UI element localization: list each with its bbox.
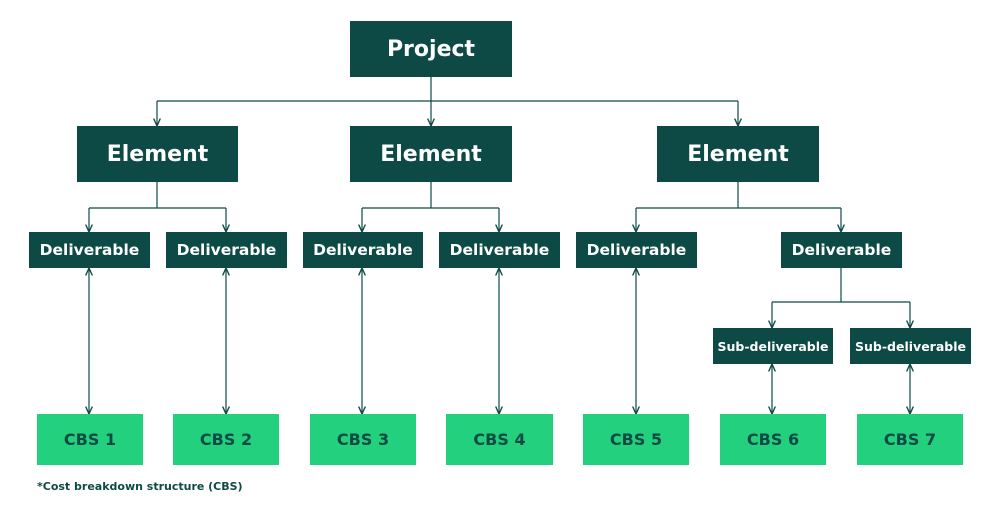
element-label: Element	[380, 141, 482, 167]
element-node-3: Element	[657, 126, 819, 182]
sub-deliverable-node-1: Sub-deliverable	[713, 328, 833, 364]
project-node: Project	[350, 21, 512, 77]
footnote: *Cost breakdown structure (CBS)	[37, 480, 243, 493]
cbs-label: CBS 5	[609, 430, 663, 449]
element-label: Element	[687, 141, 789, 167]
deliverable-label: Deliverable	[791, 241, 892, 259]
deliverable-node-2: Deliverable	[166, 232, 287, 268]
cbs-label: CBS 1	[63, 430, 117, 449]
element-3-connector	[636, 182, 841, 232]
deliverable-label: Deliverable	[449, 241, 550, 259]
cbs-node-4: CBS 4	[446, 414, 553, 465]
deliverable-node-1: Deliverable	[29, 232, 150, 268]
deliverable-node-4: Deliverable	[439, 232, 560, 268]
sub-deliverable-label: Sub-deliverable	[717, 338, 829, 354]
cbs-label: CBS 6	[746, 430, 800, 449]
deliverable-label: Deliverable	[39, 241, 140, 259]
cbs-node-6: CBS 6	[720, 414, 826, 465]
project-to-elements-connector	[157, 77, 738, 126]
cbs-node-2: CBS 2	[173, 414, 279, 465]
cbs-node-1: CBS 1	[37, 414, 143, 465]
deliverable-node-5: Deliverable	[576, 232, 697, 268]
element-node-1: Element	[77, 126, 238, 182]
cbs-node-5: CBS 5	[583, 414, 689, 465]
deliverable-label: Deliverable	[586, 241, 687, 259]
sub-deliverable-node-2: Sub-deliverable	[850, 328, 971, 364]
cbs-node-7: CBS 7	[857, 414, 963, 465]
project-label: Project	[386, 36, 476, 62]
deliverable-label: Deliverable	[176, 241, 277, 259]
deliverable-label: Deliverable	[313, 241, 413, 259]
sub-deliverable-label: Sub-deliverable	[855, 338, 966, 354]
cbs-node-3: CBS 3	[310, 414, 416, 465]
element-1-connector	[89, 182, 226, 232]
cbs-label: CBS 3	[336, 430, 390, 449]
deliverable-node-3: Deliverable	[303, 232, 423, 268]
cbs-label: CBS 4	[473, 430, 526, 449]
element-label: Element	[106, 141, 209, 167]
deliverable-6-connector	[772, 268, 910, 328]
cbs-links	[89, 268, 910, 414]
cbs-label: CBS 2	[199, 430, 253, 449]
deliverable-node-6: Deliverable	[781, 232, 902, 268]
cbs-label: CBS 7	[883, 430, 937, 449]
element-2-connector	[362, 182, 499, 232]
element-node-2: Element	[350, 126, 512, 182]
